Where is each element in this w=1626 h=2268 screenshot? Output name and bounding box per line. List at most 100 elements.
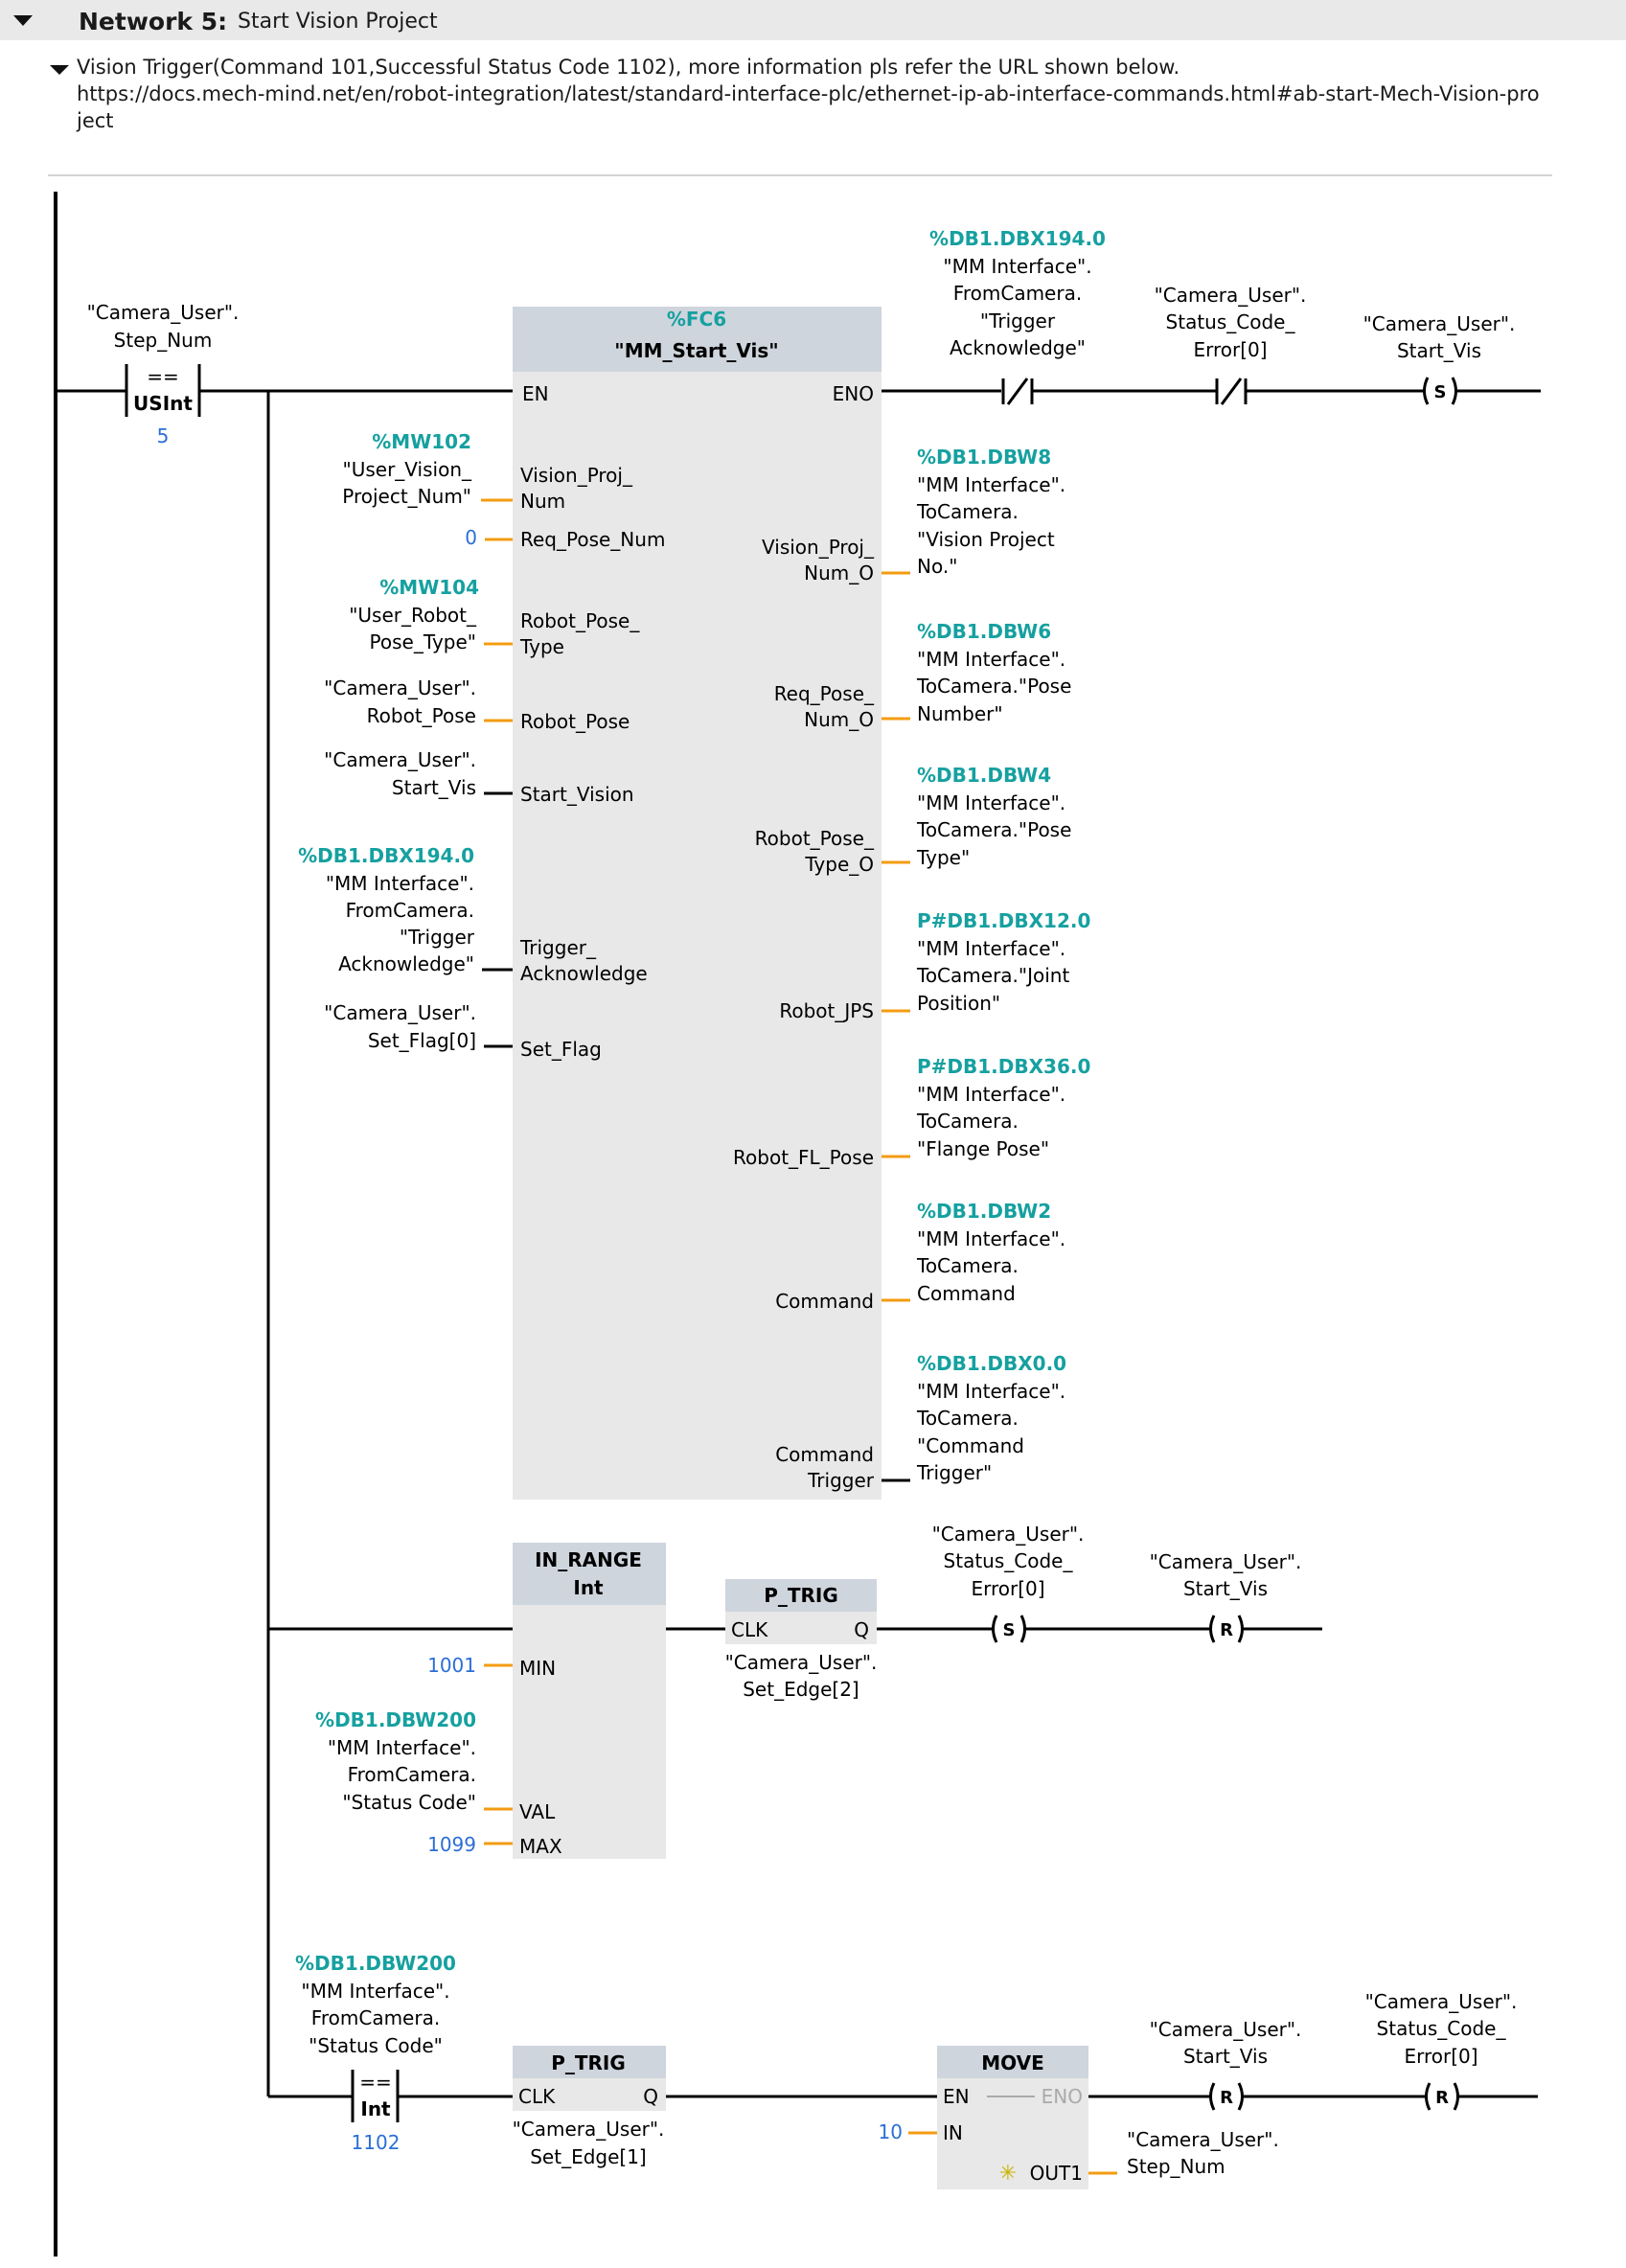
move-in-value[interactable]: 10 <box>879 2120 903 2143</box>
svg-text:"Trigger: "Trigger <box>980 309 1056 332</box>
collapse-comment-button[interactable] <box>48 59 71 82</box>
move-block[interactable]: MOVE EN ENO IN ✳ OUT1 <box>937 2046 1088 2189</box>
svg-text:Vision_Proj_: Vision_Proj_ <box>520 464 633 487</box>
set-coil-start-vis[interactable]: "Camera_User". Start_Vis S <box>1363 312 1516 405</box>
svg-text:Error[0]: Error[0] <box>1404 2045 1477 2068</box>
svg-text:Pose_Type": Pose_Type" <box>370 630 476 653</box>
svg-text:Start_Vision: Start_Vision <box>520 783 634 806</box>
svg-text:FromCamera.: FromCamera. <box>953 282 1082 305</box>
fc6-output-robot-pose-type-o[interactable]: %DB1.DBW4 "MM Interface". ToCamera."Pose… <box>916 764 1071 869</box>
svg-text:Req_Pose_: Req_Pose_ <box>774 682 875 705</box>
fc6-input-robot-pose[interactable]: "Camera_User". Robot_Pose <box>324 676 476 727</box>
svg-text:Type": Type" <box>916 846 970 869</box>
svg-text:ToCamera."Pose: ToCamera."Pose <box>916 818 1071 841</box>
svg-text:FromCamera.: FromCamera. <box>348 1763 476 1786</box>
svg-text:"Camera_User".: "Camera_User". <box>1127 2128 1279 2151</box>
svg-text:Acknowledge": Acknowledge" <box>338 952 474 975</box>
network-title[interactable]: Start Vision Project <box>238 10 438 34</box>
p-trig-edge-1[interactable]: P_TRIG CLK Q "Camera_User". Set_Edge[1] <box>513 2046 666 2168</box>
svg-text:Number": Number" <box>917 702 1003 725</box>
svg-text:Robot_FL_Pose: Robot_FL_Pose <box>733 1146 874 1169</box>
svg-text:"MM_Start_Vis": "MM_Start_Vis" <box>614 339 778 362</box>
set-coil-status-code-error[interactable]: "Camera_User". Status_Code_ Error[0] S <box>932 1523 1085 1643</box>
reset-coil-start-vis-2[interactable]: "Camera_User". Start_Vis R <box>1150 2018 1302 2111</box>
collapse-network-button[interactable] <box>10 8 36 34</box>
svg-text:P_TRIG: P_TRIG <box>551 2051 626 2074</box>
svg-text:Robot_Pose_: Robot_Pose_ <box>520 609 640 632</box>
in-range-block[interactable]: IN_RANGE Int MIN VAL MAX <box>513 1543 666 1859</box>
svg-text:"Vision Project: "Vision Project <box>917 528 1055 551</box>
svg-text:"Camera_User".: "Camera_User". <box>1365 1990 1518 2013</box>
compare-contact-usint[interactable]: "Camera_User". Step_Num == USInt 5 <box>87 301 240 447</box>
svg-text:Set_Flag: Set_Flag <box>520 1038 602 1061</box>
svg-text:Num_O: Num_O <box>804 561 874 584</box>
svg-text:5: 5 <box>157 424 170 447</box>
in-range-max-value[interactable]: 1099 <box>427 1833 476 1856</box>
svg-text:Status_Code_: Status_Code_ <box>944 1549 1074 1572</box>
fc6-input-vision-proj-num[interactable]: %MW102 "User_Vision_ Project_Num" <box>342 430 472 508</box>
svg-text:%DB1.DBW6: %DB1.DBW6 <box>917 620 1051 643</box>
fc6-input-trigger-acknowledge[interactable]: %DB1.DBX194.0 "MM Interface". FromCamera… <box>298 844 475 975</box>
svg-text:"MM Interface".: "MM Interface". <box>326 872 474 895</box>
p-trig-edge-2[interactable]: P_TRIG CLK Q "Camera_User". Set_Edge[2] <box>725 1579 878 1701</box>
svg-text:No.": No." <box>917 555 957 578</box>
fc6-block[interactable]: %FC6 "MM_Start_Vis" EN ENO Vision_Proj_ … <box>513 307 882 1500</box>
fc6-output-robot-jps[interactable]: P#DB1.DBX12.0 "MM Interface". ToCamera."… <box>916 909 1090 1015</box>
move-out-operand[interactable]: "Camera_User". Step_Num <box>1127 2128 1279 2178</box>
svg-text:"Camera_User".: "Camera_User". <box>1150 1550 1302 1573</box>
svg-text:%MW102: %MW102 <box>372 430 471 453</box>
network-header: Network 5: Start Vision Project <box>0 0 1626 40</box>
svg-text:Robot_Pose_: Robot_Pose_ <box>755 827 875 850</box>
svg-text:MAX: MAX <box>519 1835 562 1858</box>
svg-text:Type_O: Type_O <box>804 853 874 876</box>
svg-text:"Camera_User".: "Camera_User". <box>324 748 476 771</box>
svg-text:OUT1: OUT1 <box>1030 2162 1083 2185</box>
svg-text:ToCamera."Joint: ToCamera."Joint <box>916 964 1069 987</box>
reset-coil-start-vis[interactable]: "Camera_User". Start_Vis R <box>1150 1550 1302 1643</box>
compare-contact-int-1102[interactable]: %DB1.DBW200 "MM Interface". FromCamera. … <box>295 1952 456 2154</box>
svg-text:ENO: ENO <box>833 382 874 405</box>
svg-text:Start_Vis: Start_Vis <box>1183 1577 1268 1600</box>
fc6-input-robot-pose-type[interactable]: %MW104 "User_Robot_ Pose_Type" <box>349 576 479 653</box>
svg-text:Project_Num": Project_Num" <box>342 485 471 508</box>
fc6-input-req-pose-num[interactable]: 0 <box>465 526 477 549</box>
network-comment[interactable]: Vision Trigger(Command 101,Successful St… <box>48 50 1552 176</box>
svg-text:%DB1.DBW4: %DB1.DBW4 <box>917 764 1051 787</box>
svg-text:Set_Flag[0]: Set_Flag[0] <box>368 1029 476 1052</box>
svg-text:%DB1.DBW8: %DB1.DBW8 <box>917 446 1051 469</box>
svg-text:%DB1.DBW2: %DB1.DBW2 <box>917 1200 1051 1223</box>
svg-text:Command: Command <box>775 1290 874 1313</box>
svg-text:Start_Vis: Start_Vis <box>392 776 476 799</box>
fc6-output-command[interactable]: %DB1.DBW2 "MM Interface". ToCamera. Comm… <box>916 1200 1065 1305</box>
triangle-down-icon <box>13 15 33 26</box>
svg-text:"Camera_User".: "Camera_User". <box>725 1651 878 1674</box>
svg-text:R: R <box>1435 2088 1449 2108</box>
svg-text:ToCamera."Pose: ToCamera."Pose <box>916 675 1071 698</box>
svg-text:Acknowledge": Acknowledge" <box>950 336 1086 359</box>
comment-line: Vision Trigger(Command 101,Successful St… <box>77 56 1180 79</box>
comment-url[interactable]: https://docs.mech-mind.net/en/robot-inte… <box>77 82 1540 132</box>
fc6-output-command-trigger[interactable]: %DB1.DBX0.0 "MM Interface". ToCamera. "C… <box>916 1352 1066 1484</box>
svg-text:%DB1.DBW200: %DB1.DBW200 <box>315 1708 476 1731</box>
fc6-output-robot-fl-pose[interactable]: P#DB1.DBX36.0 "MM Interface". ToCamera. … <box>916 1055 1090 1160</box>
svg-text:Trigger": Trigger" <box>916 1461 992 1484</box>
nc-contact-status-code-error[interactable]: "Camera_User". Status_Code_ Error[0] <box>1155 284 1307 405</box>
svg-text:Set_Edge[2]: Set_Edge[2] <box>743 1678 859 1701</box>
in-range-val-operand[interactable]: %DB1.DBW200 "MM Interface". FromCamera. … <box>315 1708 476 1814</box>
svg-text:P#DB1.DBX12.0: P#DB1.DBX12.0 <box>917 909 1090 932</box>
fc6-input-set-flag[interactable]: "Camera_User". Set_Flag[0] <box>324 1001 476 1052</box>
reset-coil-status-code-error[interactable]: "Camera_User". Status_Code_ Error[0] R <box>1365 1990 1518 2111</box>
svg-text:1102: 1102 <box>352 2131 401 2154</box>
svg-text:"Camera_User".: "Camera_User". <box>324 676 476 699</box>
svg-text:R: R <box>1220 2088 1233 2108</box>
nc-contact-trigger-acknowledge[interactable]: %DB1.DBX194.0 "MM Interface". FromCamera… <box>929 227 1106 405</box>
fc6-output-vision-proj-num-o[interactable]: %DB1.DBW8 "MM Interface". ToCamera. "Vis… <box>916 446 1065 578</box>
fc6-input-start-vision[interactable]: "Camera_User". Start_Vis <box>324 748 476 799</box>
svg-text:%DB1.DBX0.0: %DB1.DBX0.0 <box>917 1352 1066 1375</box>
svg-text:"MM Interface".: "MM Interface". <box>917 1380 1065 1403</box>
svg-text:CLK: CLK <box>518 2085 556 2108</box>
fc6-output-req-pose-num-o[interactable]: %DB1.DBW6 "MM Interface". ToCamera."Pose… <box>916 620 1071 725</box>
svg-text:Q: Q <box>854 1618 869 1641</box>
in-range-min-value[interactable]: 1001 <box>427 1654 476 1677</box>
